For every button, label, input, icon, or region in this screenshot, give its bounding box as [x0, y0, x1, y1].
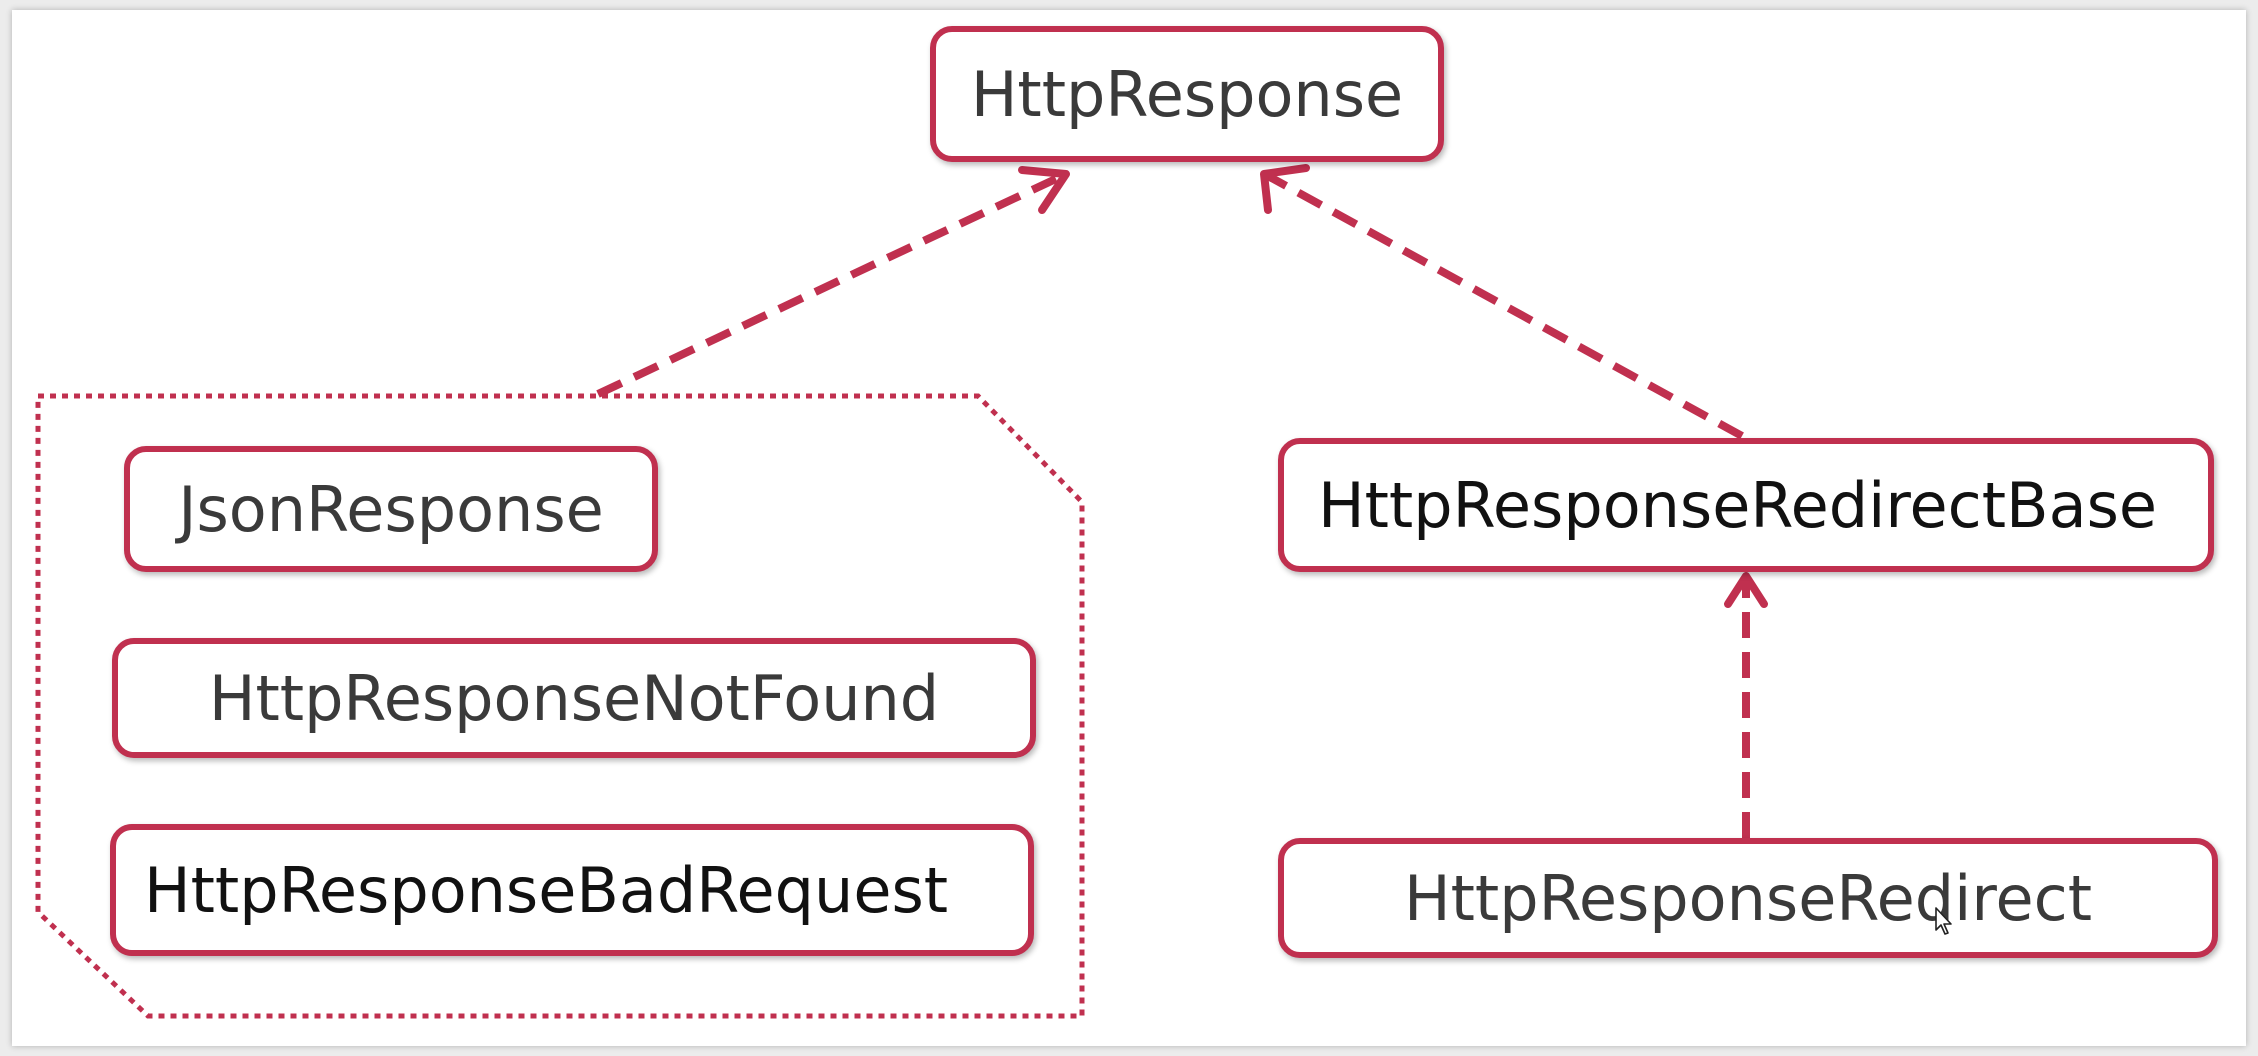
node-http-response-redirect: HttpResponseRedirect: [1278, 838, 2218, 958]
node-label: HttpResponseBadRequest: [144, 853, 949, 927]
mouse-cursor-icon: [1935, 907, 1952, 935]
node-http-response-bad-request: HttpResponseBadRequest: [110, 824, 1034, 956]
node-http-response: HttpResponse: [930, 26, 1444, 162]
node-http-response-redirect-base: HttpResponseRedirectBase: [1278, 438, 2214, 572]
node-label: HttpResponse: [970, 57, 1404, 131]
node-label: HttpResponseRedirect: [1403, 861, 2093, 935]
node-label: HttpResponseRedirectBase: [1318, 468, 2158, 542]
node-http-response-not-found: HttpResponseNotFound: [112, 638, 1036, 758]
node-json-response: JsonResponse: [124, 446, 658, 572]
node-label: HttpResponseNotFound: [208, 661, 940, 735]
node-label: JsonResponse: [178, 472, 604, 546]
